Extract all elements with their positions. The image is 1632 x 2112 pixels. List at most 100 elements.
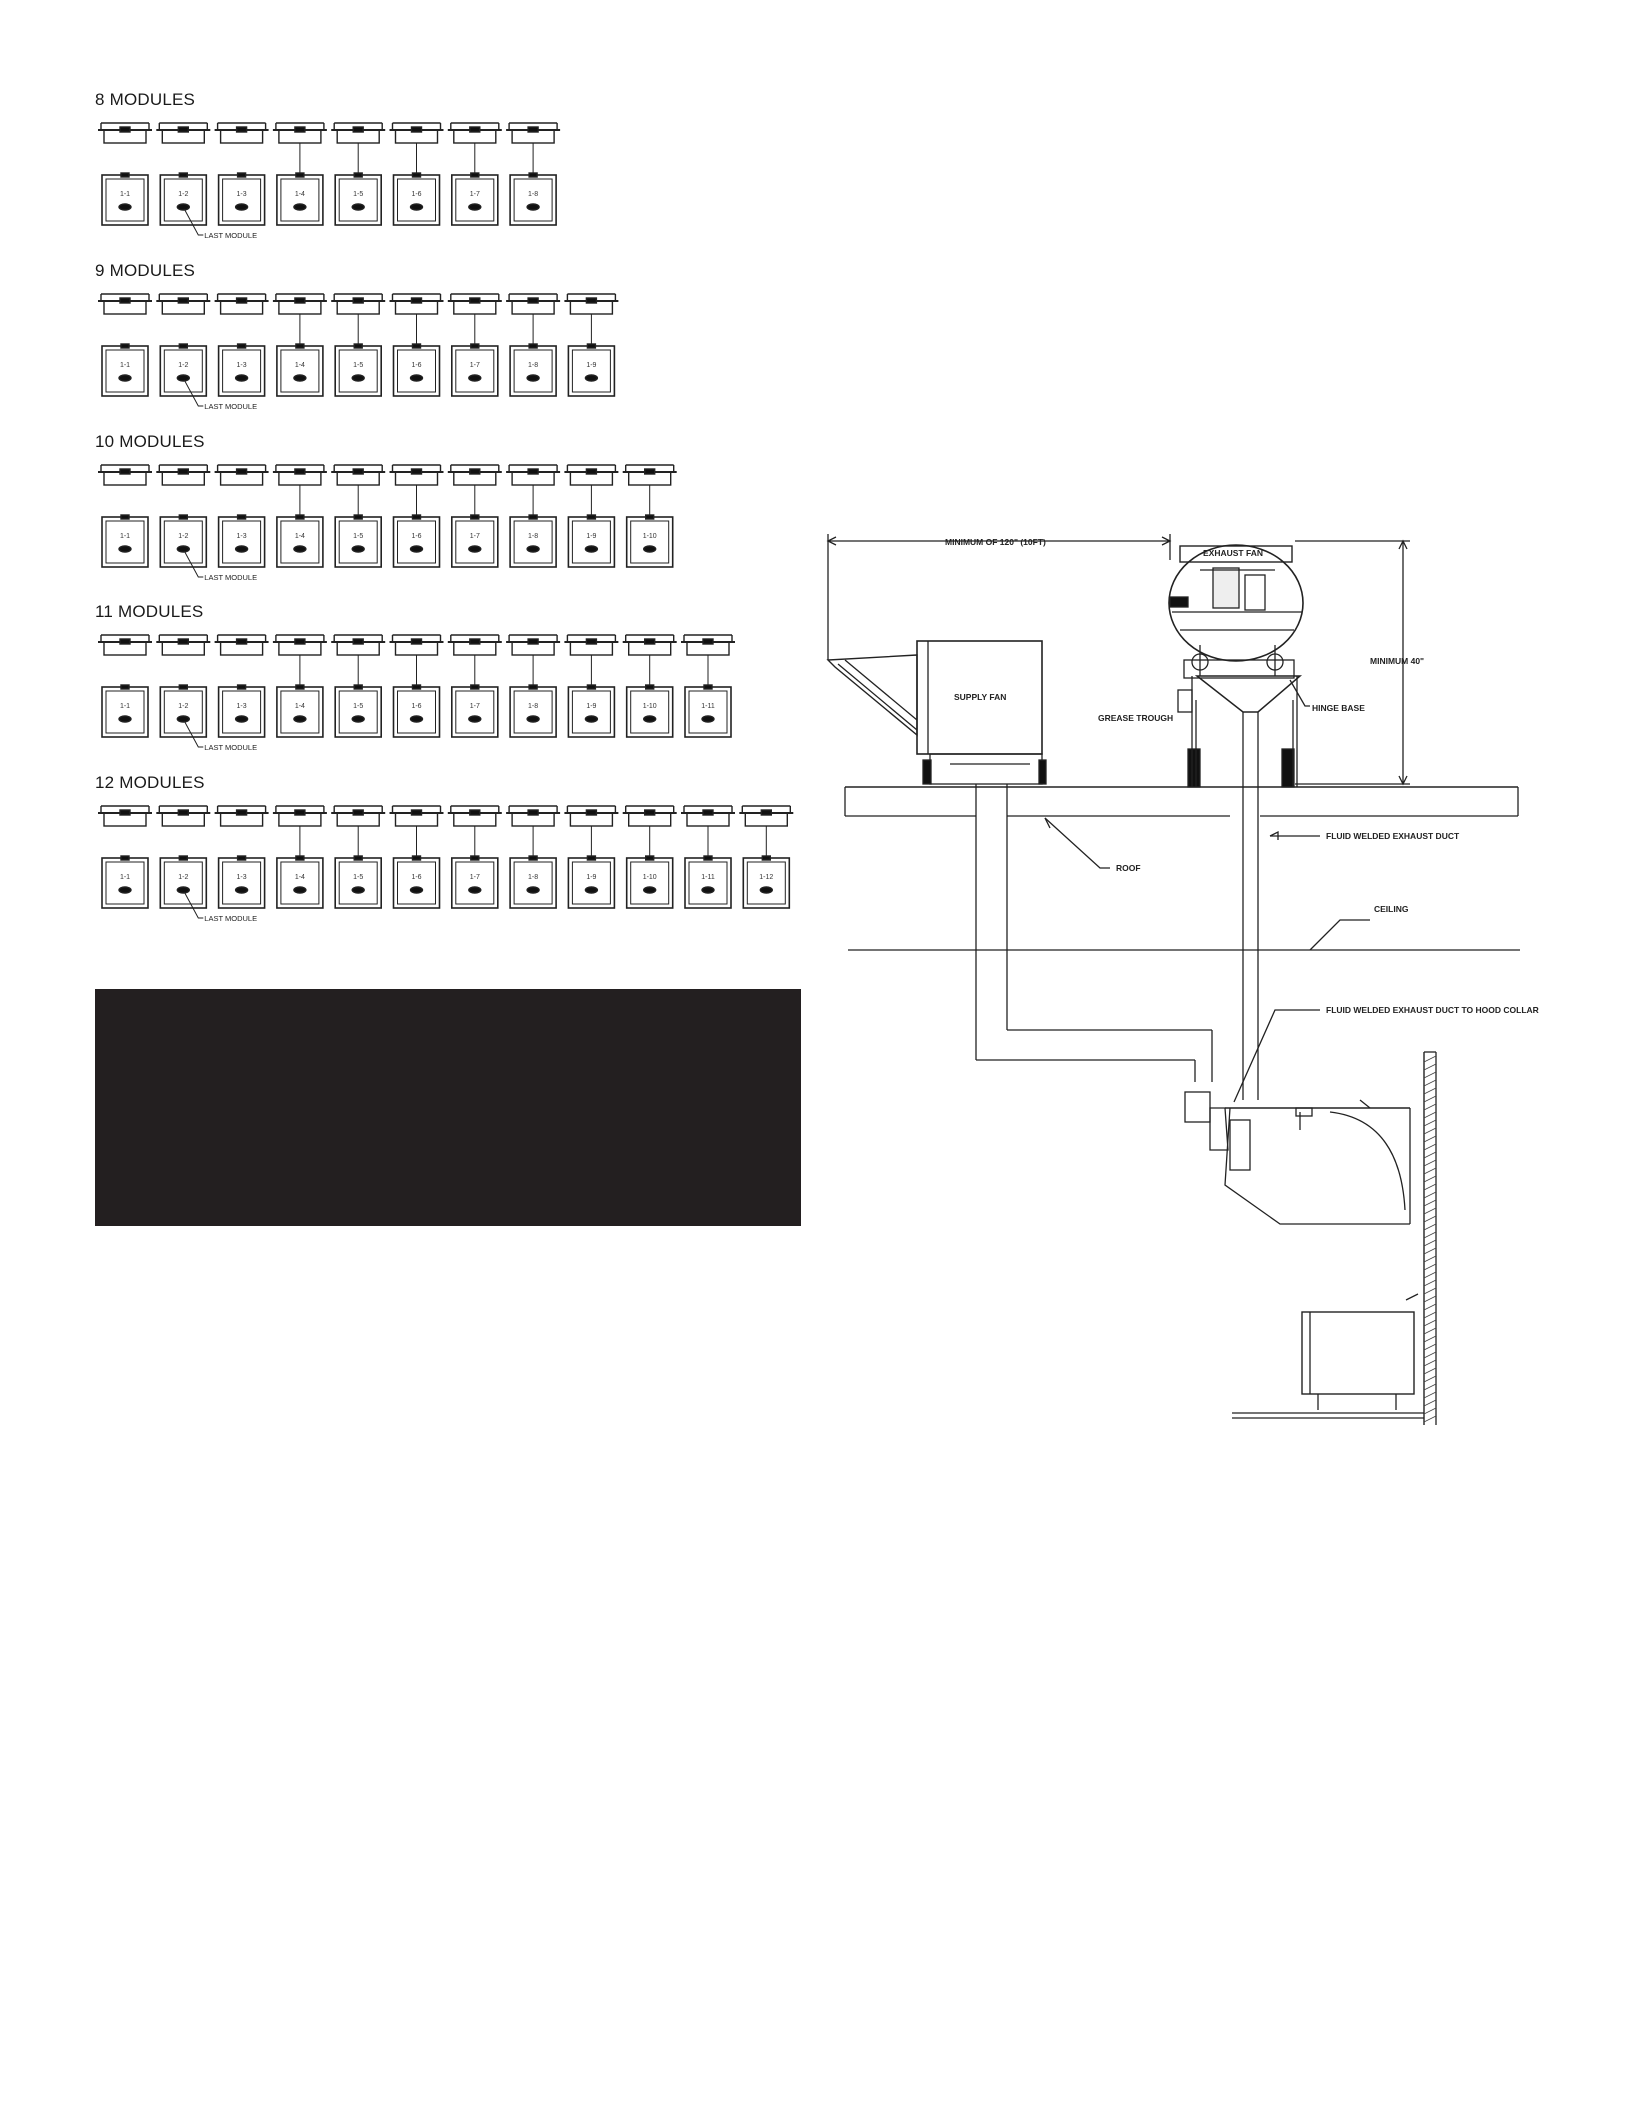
module-label: 1-5 [353,191,363,198]
module: 1-5 [331,805,386,909]
module-label: 1-7 [470,533,480,540]
group-title: 8 MODULES [95,90,196,109]
group-title: 12 MODULES [95,773,205,792]
module-label: 1-9 [586,533,596,540]
module-label: 1-10 [643,874,657,881]
last-module-callout: LAST MODULE [183,208,257,240]
grease-trough [1177,689,1193,713]
module: 1-3 [214,634,269,738]
module-label: 1-2 [178,362,188,369]
module: 1-11 [681,634,735,738]
module: 1-10 [622,634,677,738]
module: 1-1 [98,805,152,909]
label-roof: ROOF [1116,863,1141,873]
module-label: 1-8 [528,703,538,710]
module: 1-4 [272,805,327,909]
module-label: 1-1 [120,191,130,198]
module-label: 1-11 [701,703,715,710]
module: 1-8 [506,293,561,397]
module-label: 1-4 [295,191,305,198]
module-label: 1-2 [178,191,188,198]
module-label: 1-5 [353,533,363,540]
module-label: 1-6 [411,362,421,369]
module: 1-1 [98,293,152,397]
module-label: 1-10 [643,533,657,540]
module: 1-5 [331,293,386,397]
module: 1-4 [272,634,327,738]
module: 1-11 [681,805,735,909]
group-title: 9 MODULES [95,261,196,280]
last-module-callout: LAST MODULE [183,550,257,582]
module: 1-6 [389,293,444,397]
module: 1-2 [156,805,211,909]
module-label: 1-8 [528,874,538,881]
module: 1-4 [272,293,327,397]
module: 1-5 [331,122,386,226]
last-module-label: LAST MODULE [204,743,257,752]
module: 1-5 [331,464,386,568]
module: 1-1 [98,634,152,738]
group-title: 11 MODULES [95,602,204,621]
module: 1-10 [622,464,677,568]
module: 1-7 [447,805,502,909]
module: 1-8 [506,805,561,909]
last-module-label: LAST MODULE [204,402,257,411]
module: 1-6 [389,805,444,909]
module: 1-3 [214,122,269,226]
module: 1-9 [564,634,619,738]
label-hinge-base: HINGE BASE [1312,703,1365,713]
module-label: 1-12 [759,874,773,881]
last-module-label: LAST MODULE [204,231,257,240]
module-label: 1-5 [353,874,363,881]
module: 1-6 [389,464,444,568]
module-label: 1-6 [411,533,421,540]
appliance [1301,1311,1415,1395]
module-label: 1-1 [120,533,130,540]
label-ceiling: CEILING [1374,904,1409,914]
module: 1-6 [389,122,444,226]
module: 1-9 [564,464,619,568]
module-label: 1-9 [586,703,596,710]
module: 1-4 [272,122,327,226]
module: 1-8 [506,634,561,738]
installation-diagram: MINIMUM OF 120" (10FT) EXHAUST FAN MINIM… [826,534,1539,1425]
module-label: 1-1 [120,362,130,369]
module: 1-8 [506,464,561,568]
module-label: 1-4 [295,703,305,710]
module-label: 1-2 [178,874,188,881]
label-duct-to-hood: FLUID WELDED EXHAUST DUCT TO HOOD COLLAR [1326,1005,1539,1015]
module: 1-7 [447,464,502,568]
module-label: 1-6 [411,703,421,710]
module: 1-2 [156,634,211,738]
module: 1-3 [214,464,269,568]
module-label: 1-6 [411,874,421,881]
module-label: 1-2 [178,533,188,540]
module-label: 1-7 [470,362,480,369]
module-label: 1-3 [237,362,247,369]
module: 1-3 [214,805,269,909]
module: 1-4 [272,464,327,568]
module-label: 1-4 [295,362,305,369]
module-label: 1-4 [295,874,305,881]
module-label: 1-5 [353,362,363,369]
module: 1-9 [564,805,619,909]
black-panel [95,989,801,1226]
module: 1-3 [214,293,269,397]
module: 1-6 [389,634,444,738]
module-label: 1-5 [353,703,363,710]
module-label: 1-8 [528,191,538,198]
module-label: 1-9 [586,874,596,881]
module: 1-5 [331,634,386,738]
module-label: 1-10 [643,703,657,710]
module-label: 1-7 [470,874,480,881]
module: 1-7 [447,122,502,226]
module-label: 1-3 [237,191,247,198]
label-exhaust-duct: FLUID WELDED EXHAUST DUCT [1326,831,1460,841]
module-label: 1-3 [237,533,247,540]
label-exhaust-fan: EXHAUST FAN [1203,548,1263,558]
module: 1-8 [506,122,561,226]
